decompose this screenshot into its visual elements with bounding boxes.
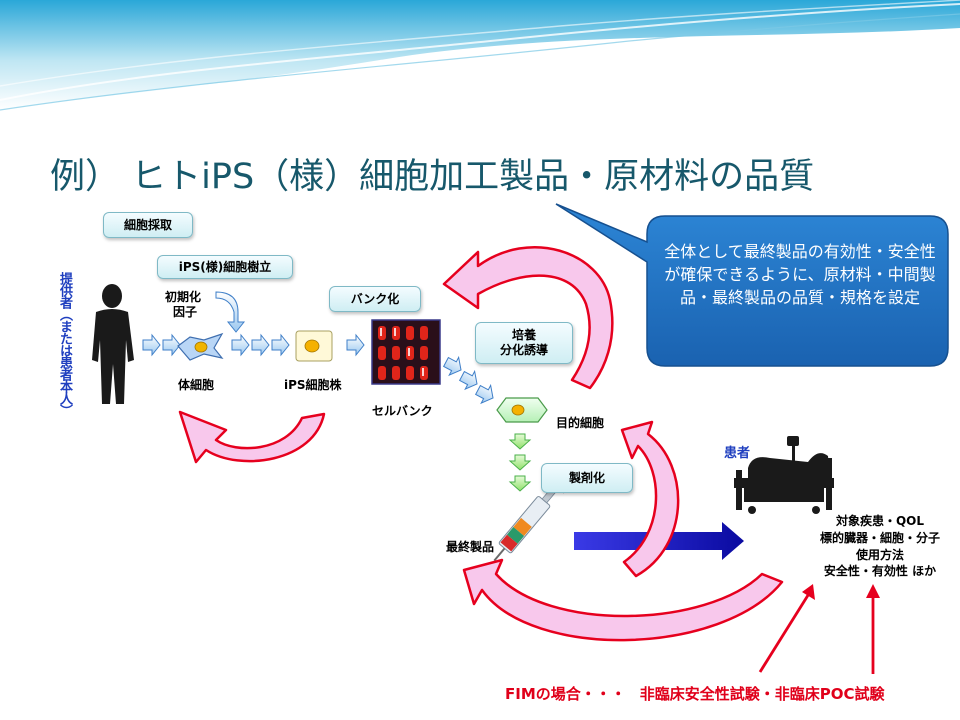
somatic-cell-icon <box>177 332 224 361</box>
step-ips-establishment: iPS(様)細胞樹立 <box>157 255 293 279</box>
outcome-item: 使用方法 <box>855 547 904 562</box>
outcome-item: 安全性・有効性 ほか <box>823 564 937 579</box>
cell-bank-label: セルバンク <box>372 404 433 418</box>
step-banking: バンク化 <box>329 286 421 312</box>
ips-line-label: iPS細胞株 <box>284 378 342 392</box>
reprogramming-factor-label: 初期化 因子 <box>165 290 201 320</box>
target-cell-icon <box>496 397 548 423</box>
footer-prefix: FIMの場合・・・ <box>505 685 626 703</box>
callout-text: 全体として最終製品の有効性・安全性が確保できるように、原材料・中間製品・最終製品… <box>664 242 936 308</box>
person-silhouette-icon <box>92 284 134 404</box>
footer-tests: 非臨床安全性試験・非臨床POC試験 <box>639 685 885 703</box>
clinical-outcomes-list: 対象疾患・QOL 標的臓器・細胞・分子 使用方法 安全性・有効性 ほか <box>790 513 960 580</box>
target-cell-label: 目的細胞 <box>556 416 605 430</box>
footer-note: FIMの場合・・・非臨床安全性試験・非臨床POC試験 <box>505 683 899 704</box>
ips-cell-icon <box>295 330 333 362</box>
reprogramming-factor-line1: 初期化 <box>165 290 202 304</box>
step-culture-differentiation: 培養 分化誘導 <box>475 322 573 364</box>
reprogramming-factor-arrow <box>215 291 246 333</box>
callout-bubble <box>555 203 949 367</box>
somatic-cell-label: 体細胞 <box>178 378 215 392</box>
final-product-label: 最終製品 <box>446 540 495 554</box>
patient-label: 患者 <box>724 446 751 461</box>
reprogramming-factor-line2: 因子 <box>173 305 198 319</box>
quality-cycle-arrows <box>178 246 784 642</box>
flow-chevrons <box>142 333 494 405</box>
evidence-arrows <box>758 584 880 674</box>
provider-label: 提供者（または患者本人） <box>57 272 72 416</box>
header-wave-decoration <box>0 0 960 111</box>
formulation-arrows <box>508 433 532 492</box>
patient-bed-icon <box>734 436 834 514</box>
outcome-item: 標的臓器・細胞・分子 <box>819 530 940 545</box>
step-culture-line1: 培養 <box>511 328 536 342</box>
step-cell-collection: 細胞採取 <box>103 212 193 238</box>
page-title: 例） ヒトiPS（様）細胞加工製品・原材料の品質 <box>50 157 815 197</box>
outcome-item: 対象疾患・QOL <box>835 514 925 528</box>
step-formulation: 製剤化 <box>541 463 633 493</box>
cell-bank-icon <box>371 319 441 385</box>
step-culture-line2: 分化誘導 <box>499 343 548 357</box>
